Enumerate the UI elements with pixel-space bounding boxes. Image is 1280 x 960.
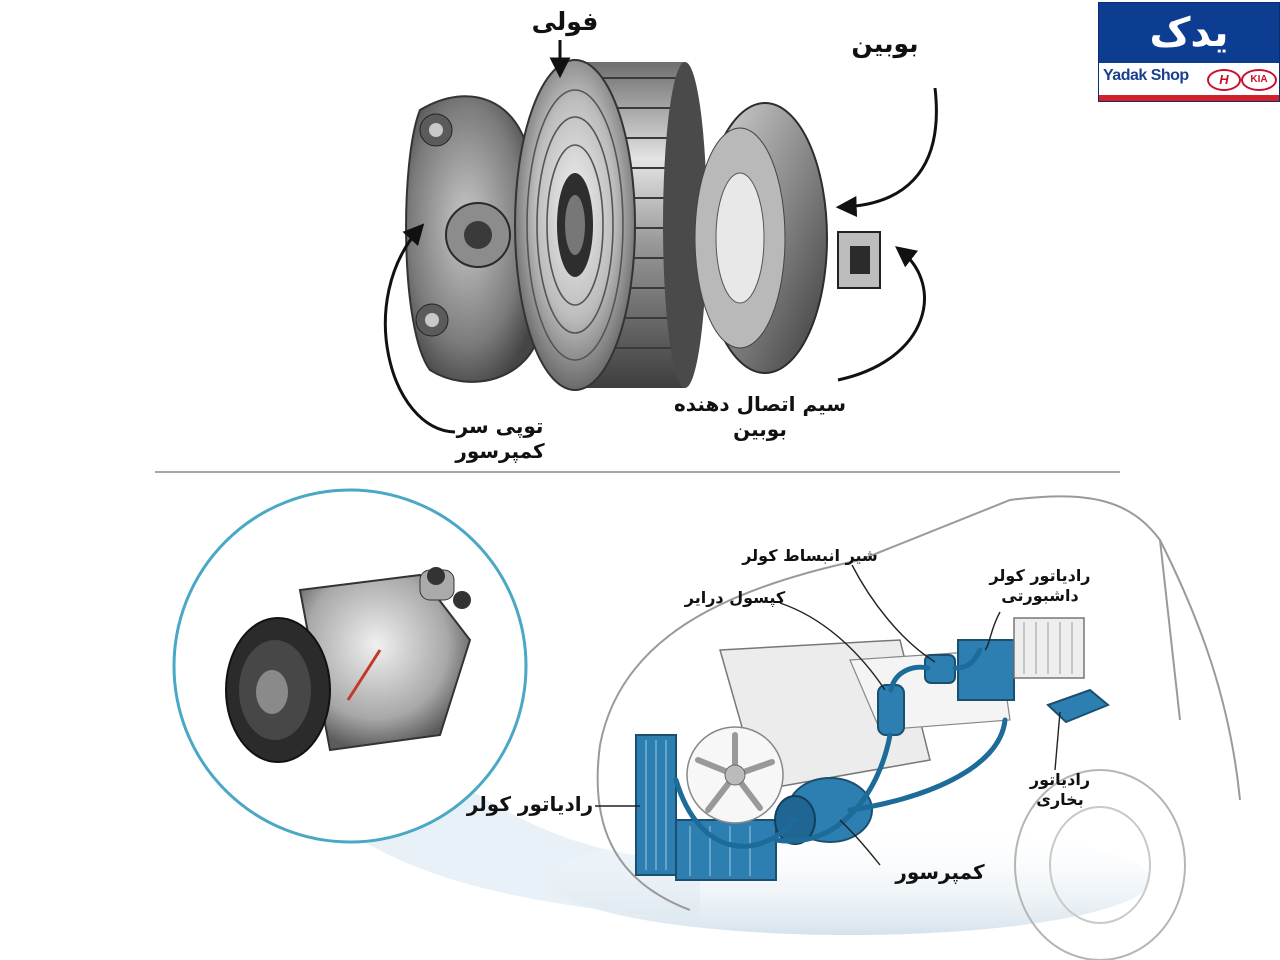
kia-logo-icon: KIA — [1241, 69, 1277, 91]
logo-red-bar — [1099, 95, 1279, 101]
evaporator-unit — [957, 617, 1085, 701]
arrow-wire — [837, 246, 926, 382]
label-coil: بوبین — [851, 29, 919, 58]
label-coil-wire: سیم اتصال دهنده بوبین — [673, 392, 847, 441]
coil-ring — [694, 102, 828, 374]
logo-text-fa: یدک شاپ — [1142, 10, 1237, 101]
label-compressor: کمپرسور — [895, 860, 985, 884]
leader-heater — [1054, 711, 1061, 771]
radiator-fan — [686, 726, 784, 824]
label-pulley: فولی — [531, 7, 599, 36]
label-condenser: رادیاتور کولر — [466, 792, 594, 816]
label-dryer: کپسول درایر — [684, 588, 786, 607]
coil-connector — [837, 231, 881, 289]
logo-text-en: Yadak Shop — [1103, 67, 1189, 84]
leader-dryer — [779, 602, 886, 691]
label-evaporator: رادیاتور کولر داشبورتی — [989, 566, 1091, 605]
yadak-shop-logo: یدک شاپ Yadak Shop H KIA — [1098, 2, 1280, 102]
leader-compressor — [839, 819, 881, 866]
clutch-arrows — [383, 40, 938, 434]
arrow-hub — [383, 223, 456, 434]
clutch-hub-plate — [405, 95, 542, 383]
leader-evaporator — [984, 611, 1001, 651]
ac-pipes — [673, 647, 1008, 849]
heater-core — [1046, 688, 1110, 724]
label-expansion-valve: شیر انبساط کولر — [742, 546, 878, 565]
car-body-outline — [596, 495, 1241, 960]
pulley-disc — [514, 59, 707, 391]
arrow-coil — [835, 87, 938, 217]
label-heater: رادیاتور بخاری — [1029, 770, 1091, 809]
leader-expansion-valve — [851, 564, 936, 663]
label-hub: توپی سر کمپرسور — [455, 414, 545, 463]
leader-lines — [595, 564, 1061, 866]
hyundai-logo-icon: H — [1207, 69, 1241, 91]
compressor-lens — [172, 488, 528, 844]
